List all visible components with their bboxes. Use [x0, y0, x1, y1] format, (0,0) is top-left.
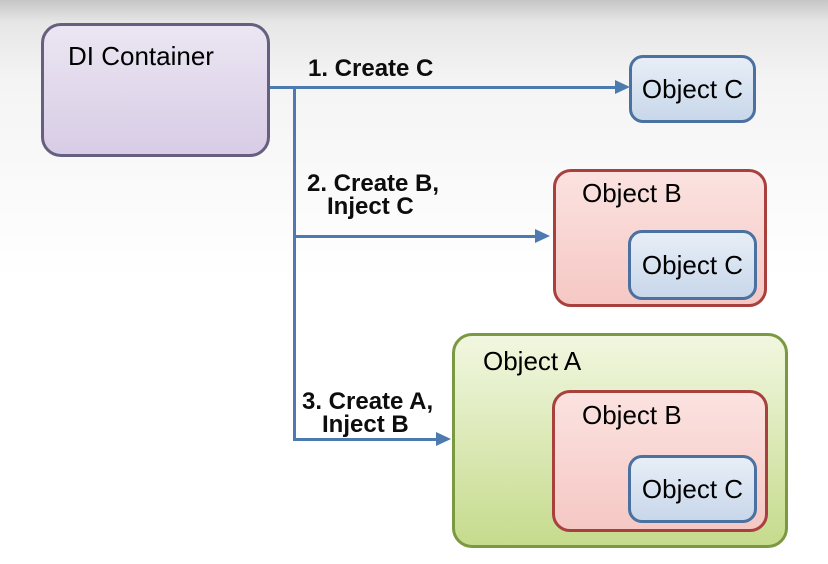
arrowhead-1-icon — [615, 80, 630, 94]
object-b-in-a-label: Object B — [582, 400, 682, 430]
di-container-label: DI Container — [68, 41, 214, 71]
arrowhead-3-icon — [436, 432, 451, 446]
object-a-label: Object A — [483, 346, 582, 376]
step-3-line1: 3. Create A, — [302, 388, 434, 415]
step-1-label: 1. Create C — [308, 55, 434, 82]
object-c-label: Object C — [641, 73, 744, 104]
object-b-node: Object B Object C — [553, 169, 767, 307]
object-c-in-b-in-a-label: Object C — [641, 473, 744, 504]
object-b-in-a-node: Object B Object C — [552, 390, 768, 532]
object-b-label: Object B — [582, 178, 682, 208]
object-c-node: Object C — [629, 55, 756, 123]
object-c-in-b-in-a-node: Object C — [628, 455, 757, 523]
connector-line-2 — [293, 235, 536, 238]
step-3-line2: Inject B — [322, 411, 409, 438]
connector-trunk-line — [293, 86, 296, 441]
step-2-label: 2. Create B, Inject C — [307, 170, 440, 220]
object-c-in-b-label: Object C — [641, 249, 744, 280]
arrowhead-2-icon — [535, 229, 550, 243]
object-c-in-b-node: Object C — [628, 230, 757, 300]
step-3-label: 3. Create A, Inject B — [302, 388, 434, 438]
connector-line-1 — [270, 86, 616, 89]
object-a-node: Object A Object B Object C — [452, 333, 788, 548]
connector-line-3 — [293, 438, 437, 441]
step-2-line2: Inject C — [327, 193, 414, 220]
di-container-node: DI Container — [41, 23, 270, 157]
step-2-line1: 2. Create B, — [307, 170, 440, 197]
step-1-line1: 1. Create C — [308, 55, 434, 82]
